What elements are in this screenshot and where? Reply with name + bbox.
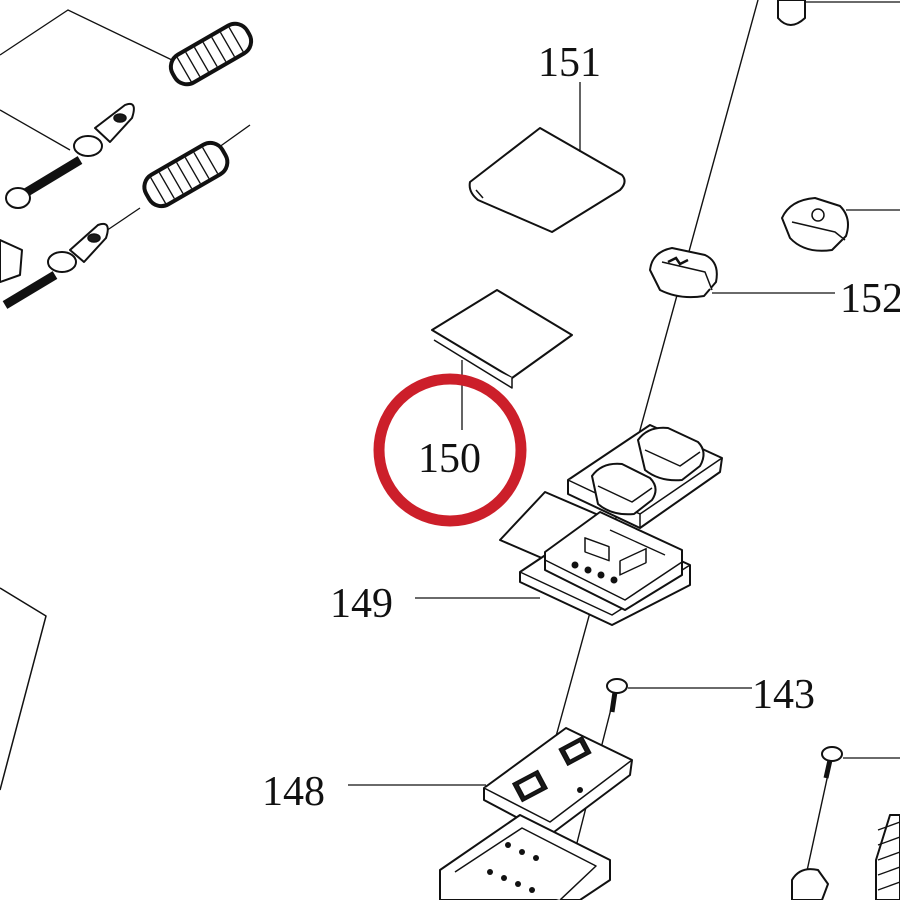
assembly-axis-right-screw xyxy=(804,764,831,881)
part-152-knob: 152 xyxy=(649,247,900,322)
part-151-cover-plate: 151 xyxy=(468,40,626,233)
part-label-152: 152 xyxy=(840,276,900,322)
part-150-film-plate: 150 xyxy=(418,289,573,482)
part-143-screw: 143 xyxy=(606,672,815,718)
spring-part-2 xyxy=(142,140,230,209)
part-label-150: 150 xyxy=(418,436,481,482)
bottom-housing xyxy=(439,814,611,900)
knob-part-right xyxy=(781,197,900,252)
part-label-149: 149 xyxy=(330,581,393,627)
part-label-143: 143 xyxy=(752,672,815,718)
highlight-circle-part-150 xyxy=(373,373,527,527)
part-148-circuit-board: 148 xyxy=(262,727,633,836)
pin-part-top-right xyxy=(777,0,900,26)
part-label-151: 151 xyxy=(538,40,601,86)
spring-part-1 xyxy=(168,21,254,87)
part-label-148: 148 xyxy=(262,769,325,815)
button-holder-assembly xyxy=(567,424,723,529)
left-parts-group xyxy=(0,9,254,791)
spring-part-bottom-right xyxy=(875,814,900,900)
leader-line-top-left xyxy=(0,9,173,61)
screw-part-right xyxy=(791,746,900,900)
leader-line-upper-left xyxy=(0,109,71,151)
housing-edge-lower-left xyxy=(0,587,47,791)
screw-part-1 xyxy=(5,102,135,209)
part-149-display-module: 149 xyxy=(330,491,691,627)
screw-part-2 xyxy=(0,222,109,309)
assembly-axis-long xyxy=(554,0,759,741)
